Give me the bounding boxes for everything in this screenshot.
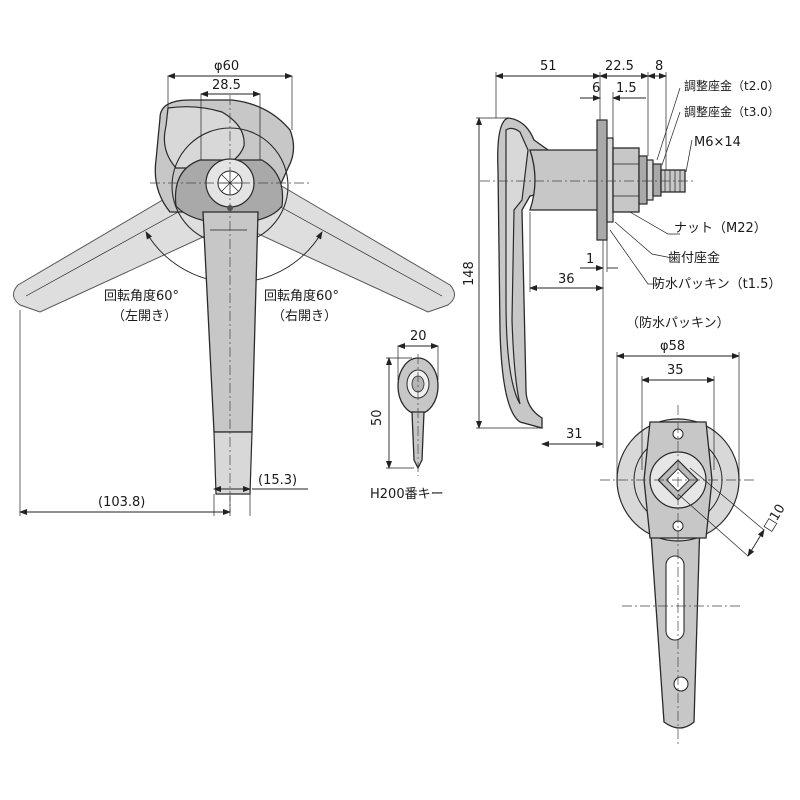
key-view: 20 50 H200番キー <box>370 329 444 502</box>
dim-35: 35 <box>667 363 684 378</box>
front-view: φ60 28.5 (103.8) (15.3) 回転角度60° （左開き） 回転… <box>13 59 455 516</box>
dim-phi58: φ58 <box>660 339 685 354</box>
rotation-left-sub: （左開き） <box>112 309 177 324</box>
handle-rotated-left <box>13 177 215 313</box>
dim-51: 51 <box>540 59 557 74</box>
callout-washer-t2: 調整座金（t2.0） <box>684 78 780 93</box>
dim-sq10: □10 <box>761 502 789 534</box>
dim-phi60: φ60 <box>214 59 239 74</box>
rotation-right-label: 回転角度60° <box>264 288 339 304</box>
back-view-caption: （防水パッキン） <box>626 315 730 331</box>
dim-20: 20 <box>410 329 427 344</box>
dim-22-5: 22.5 <box>605 59 634 74</box>
callout-washer-t3: 調整座金（t3.0） <box>684 104 780 119</box>
dim-1-5: 1.5 <box>616 81 637 96</box>
side-flange <box>596 119 608 241</box>
dim-31: 31 <box>566 427 583 442</box>
key-caption: H200番キー <box>370 487 444 502</box>
dim-15-3: (15.3) <box>258 473 297 488</box>
rotation-right-sub: （右開き） <box>272 309 337 324</box>
dim-36: 36 <box>558 272 575 287</box>
dim-50: 50 <box>370 409 385 426</box>
dim-1: 1 <box>586 252 594 267</box>
side-shaft <box>529 149 599 211</box>
dim-148: 148 <box>462 261 477 286</box>
rotation-left-label: 回転角度60° <box>104 288 179 304</box>
side-nut <box>612 147 640 213</box>
dim-103-8: (103.8) <box>98 495 145 510</box>
callout-nut: ナット（M22） <box>674 221 767 236</box>
callout-screw: M6×14 <box>694 135 741 150</box>
main-handle <box>202 211 259 433</box>
dim-6: 6 <box>592 81 600 96</box>
callout-toothed-washer: 歯付座金 <box>668 250 720 266</box>
callout-gasket: 防水パッキン（t1.5） <box>652 276 781 292</box>
handle-rotated-right <box>253 177 455 313</box>
side-view: 51 22.5 8 6 1.5 148 36 1 31 <box>462 59 781 448</box>
dim-28-5: 28.5 <box>212 78 241 93</box>
back-view: （防水パッキン） φ58 35 □10 <box>600 315 789 745</box>
dim-8: 8 <box>655 59 663 74</box>
